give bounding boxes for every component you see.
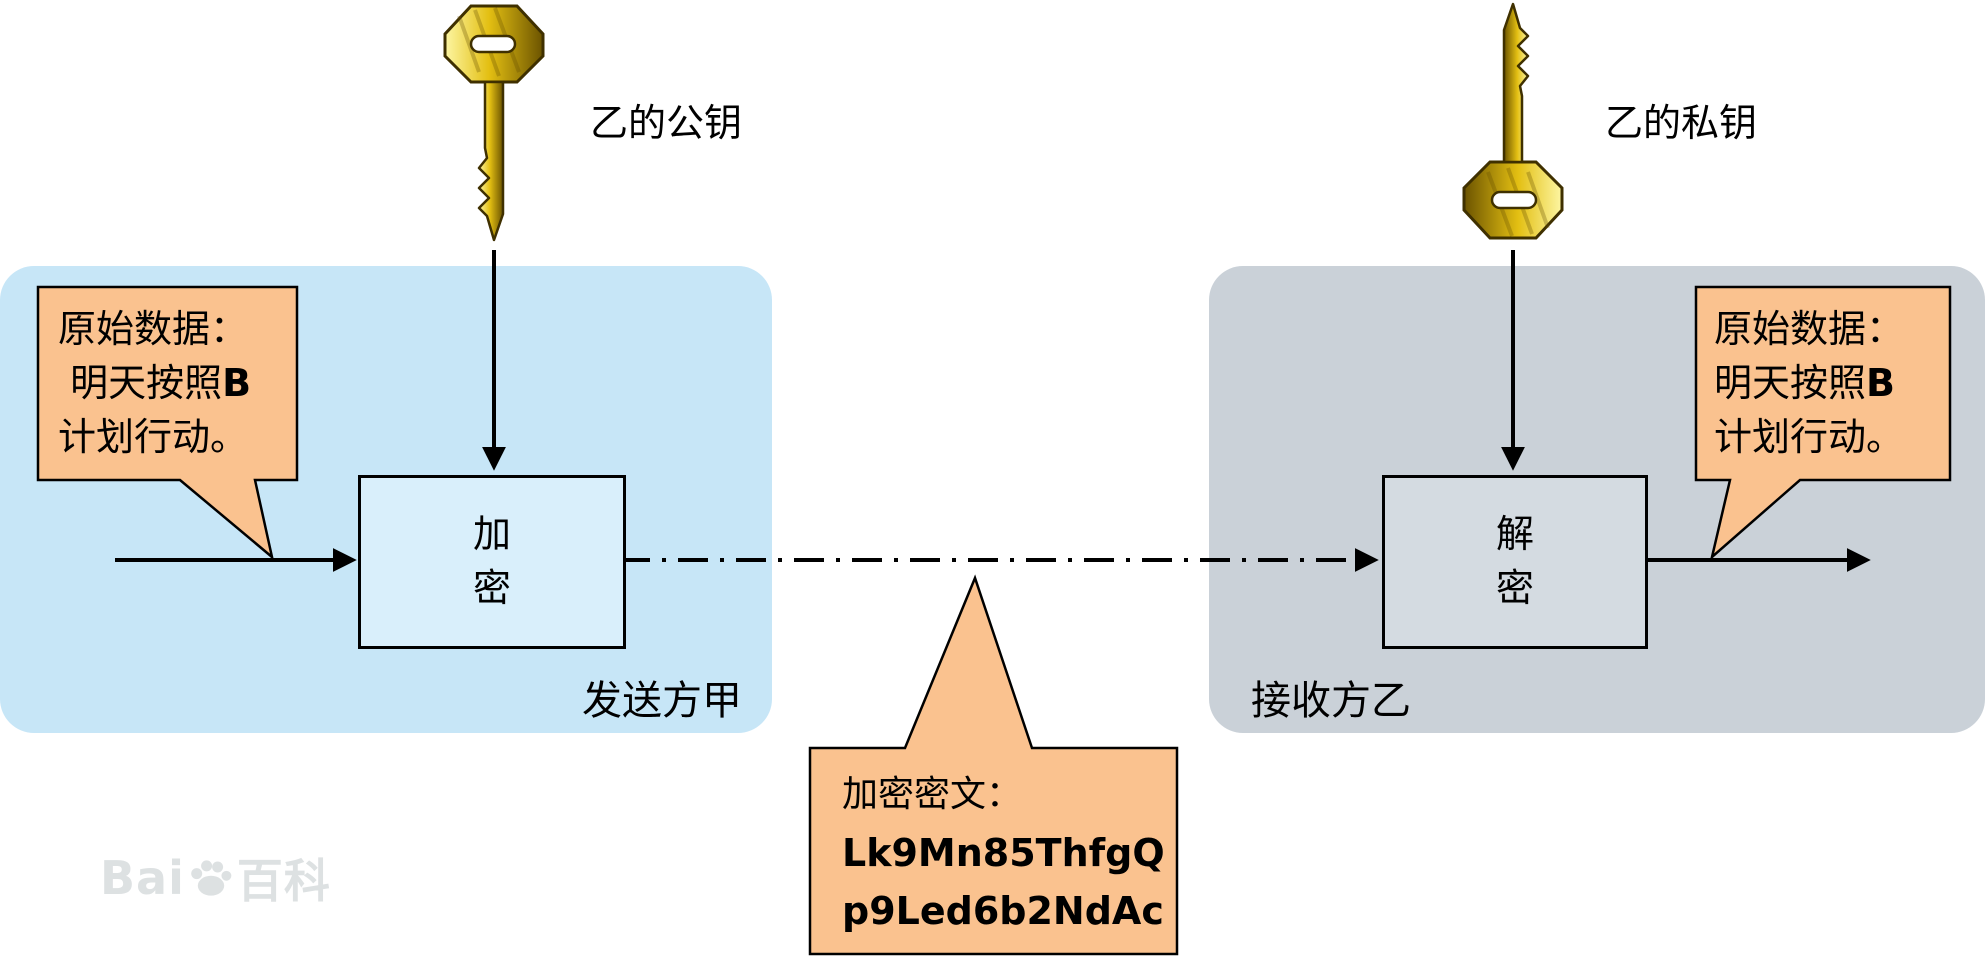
ciphertext-callout-shape (808, 574, 1179, 956)
sender-panel-label: 发送方甲 (582, 678, 742, 724)
sender-data-text: 原始数据： 明天按照B 计划行动。 (58, 302, 251, 464)
callout-line: 明天按照B (58, 356, 251, 410)
receiver-data-text: 原始数据： 明天按照B 计划行动。 (1714, 302, 1904, 464)
callout-line-text: 明天按照 (1714, 361, 1867, 405)
ciphertext-code-line: p9Led6b2NdAc (842, 889, 1164, 933)
encrypt-box: 加 密 (358, 475, 626, 649)
public-key-icon (443, 4, 545, 242)
baidu-watermark: Bai 百科 (100, 845, 331, 911)
private-key-label: 乙的私钥 (1605, 101, 1758, 145)
private-key-icon (1462, 2, 1564, 240)
receiver-panel-label: 接收方乙 (1251, 678, 1411, 724)
callout-line: 计划行动。 (1714, 415, 1905, 459)
receiver-data-callout-shape (1694, 285, 1952, 561)
ciphertext-text: 加密密文： Lk9Mn85ThfgQ p9Led6b2NdAc (842, 766, 1165, 940)
decrypt-box: 解 密 (1382, 475, 1648, 649)
watermark-prefix: Bai (100, 851, 185, 905)
callout-line-bold-part: B (222, 361, 252, 405)
callout-line-text: 明天按照 (70, 361, 223, 405)
sender-data-callout-shape (36, 285, 299, 561)
callout-line: 计划行动。 (58, 415, 249, 459)
decrypt-box-label: 解 密 (1495, 512, 1534, 610)
encrypt-box-label: 加 密 (472, 512, 511, 610)
callout-line: 原始数据： (58, 307, 249, 351)
ciphertext-code-line: Lk9Mn85ThfgQ (842, 831, 1165, 875)
callout-line-bold-part: B (1866, 361, 1895, 405)
watermark-suffix: 百科 (236, 854, 331, 908)
paw-icon (191, 860, 232, 896)
public-key-label: 乙的公钥 (590, 101, 743, 145)
callout-line: 明天按照B (1714, 356, 1904, 410)
callout-line: 原始数据： (1714, 307, 1905, 351)
ciphertext-title: 加密密文： (842, 774, 1023, 815)
